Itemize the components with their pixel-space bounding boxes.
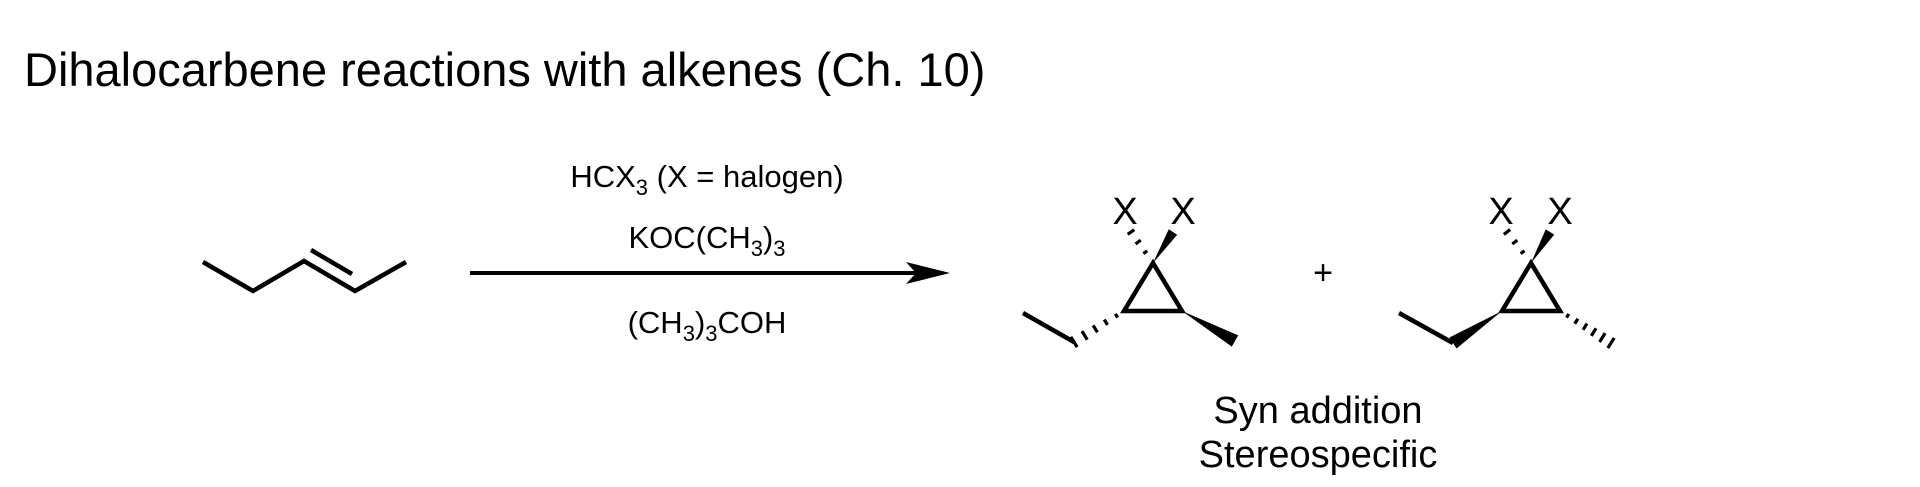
plus-sign: +: [1313, 254, 1333, 292]
reactant-alkene: [201, 248, 408, 294]
hash-mark: [1142, 249, 1149, 255]
cyclopropane-ring: [1498, 258, 1564, 314]
wedge-bond-to-x: [1531, 229, 1555, 263]
hash-mark: [1598, 332, 1607, 343]
page-title: Dihalocarbene reactions with alkenes (Ch…: [24, 43, 985, 96]
halogen-label-right: X: [1170, 191, 1195, 233]
hash-mark: [1573, 317, 1580, 325]
note-stereospecific: Stereospecific: [1199, 434, 1438, 476]
hashed-bond-ethyl: [1069, 312, 1120, 348]
arrowhead-icon: [906, 262, 950, 284]
note-syn-addition: Syn addition: [1213, 390, 1422, 432]
ethyl-terminal-bond: [1397, 311, 1455, 345]
hash-mark: [1091, 324, 1099, 334]
hashed-bond-to-x: [1502, 228, 1526, 255]
carbon-chain: [201, 258, 408, 294]
wedge-bond-methyl: [1182, 311, 1239, 347]
hash-mark: [1606, 337, 1616, 349]
wedge-bond-to-x: [1153, 229, 1178, 263]
reagent-line-2: KOC(CH3)3: [628, 220, 785, 261]
hash-mark: [1519, 249, 1526, 255]
hash-mark: [1134, 238, 1142, 246]
double-bond-inner-line: [309, 248, 354, 276]
ethyl-terminal-bond: [1021, 311, 1076, 344]
hash-mark: [1511, 238, 1519, 246]
hash-mark: [1102, 318, 1109, 326]
hash-mark: [1126, 228, 1136, 236]
halogen-label-left: X: [1488, 191, 1513, 233]
hash-mark: [1113, 312, 1120, 319]
wedge-bond-ethyl: [1449, 311, 1502, 349]
halogen-label-left: X: [1112, 191, 1137, 233]
hashed-bond-methyl: [1565, 313, 1616, 349]
hash-mark: [1080, 330, 1089, 341]
halogen-label-right: X: [1547, 191, 1572, 233]
cyclopropane-ring: [1120, 258, 1186, 314]
reaction-arrow: [470, 262, 950, 284]
hash-mark: [1565, 313, 1571, 319]
reagent-line-3: (CH3)3COH: [628, 305, 787, 346]
hash-mark: [1581, 322, 1589, 331]
hash-mark: [1589, 327, 1598, 337]
hashed-bond-to-x: [1126, 228, 1149, 255]
reagent-line-1: HCX3 (X = halogen): [570, 159, 843, 200]
hash-mark: [1502, 228, 1512, 236]
